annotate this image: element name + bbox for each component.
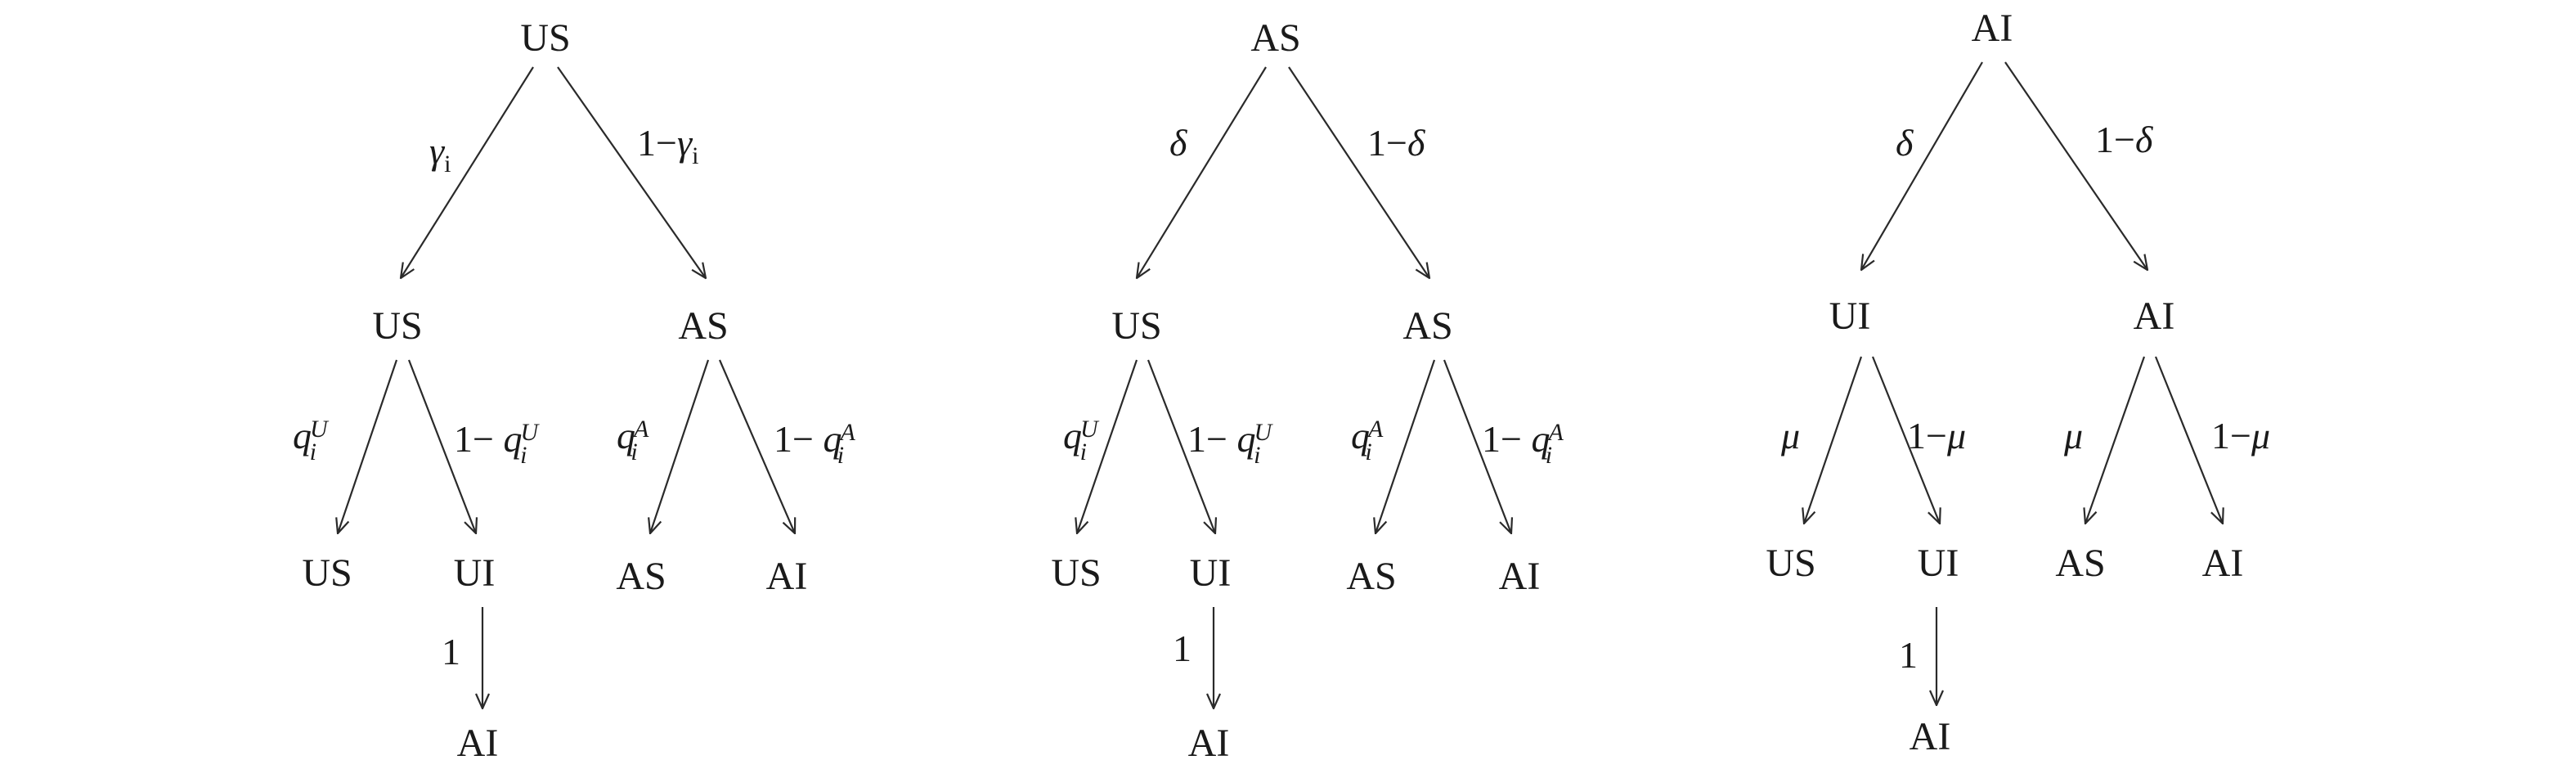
tree-3: AI δ 1−δ UI AI μ 1−μ μ 1−μ US UI AS AI 1…	[1766, 7, 2270, 758]
tree-3-edge-right-right	[2154, 356, 2223, 524]
tree-3-edge-left	[1861, 61, 1983, 270]
tree-3-edge-left-left	[1804, 356, 1863, 524]
tree-2-edge-right-right	[1443, 359, 1511, 533]
tree-1-label-ui-ai: 1	[442, 631, 460, 672]
tree-3-right-node: AI	[2134, 295, 2175, 338]
tree-3-final-ai: AI	[1910, 715, 1951, 758]
tree-2-edge-right-left	[1376, 359, 1436, 533]
tree-3-leaf-ai: AI	[2202, 542, 2244, 585]
tree-1-edge-right	[557, 66, 706, 278]
tree-1-edge-left	[401, 66, 534, 278]
tree-3-edge-right-left	[2085, 356, 2146, 524]
tree-1-left-node: US	[372, 304, 422, 348]
tree-2-leaf-us: US	[1051, 551, 1101, 595]
tree-2-right-node: AS	[1402, 304, 1452, 348]
tree-1-right-node: AS	[678, 304, 728, 348]
tree-3-label-ui-ai: 1	[1899, 634, 1918, 676]
tree-2-left-node: US	[1111, 304, 1161, 348]
tree-1-leaf-us: US	[302, 551, 352, 595]
tree-3-left-node: UI	[1829, 295, 1871, 338]
tree-3-leaf-as: AS	[2055, 542, 2105, 585]
tree-2-leaf-ai: AI	[1499, 555, 1541, 598]
tree-2-root-node: AS	[1250, 16, 1300, 60]
tree-1-label-left: γi	[429, 130, 451, 178]
tree-1-edge-right-right	[718, 359, 795, 533]
tree-2-edge-left	[1137, 66, 1267, 278]
tree-1-edge-left-left	[338, 359, 398, 533]
tree-1-final-ai: AI	[457, 722, 499, 765]
tree-3-label-left: δ	[1896, 122, 1914, 164]
tree-2-final-ai: AI	[1188, 722, 1230, 765]
tree-1-leaf-ai: AI	[766, 555, 808, 598]
tree-2-edge-right	[1288, 66, 1429, 278]
tree-3-edge-left-right	[1871, 356, 1940, 524]
tree-2-label-ui-ai: 1	[1173, 627, 1192, 669]
tree-1-leaf-ui: UI	[454, 551, 496, 595]
tree-1-edge-left-right	[407, 359, 476, 533]
tree-2-label-right: 1−δ	[1367, 122, 1425, 164]
tree-3-leaf-us: US	[1766, 542, 1815, 585]
tree-3-label-left-left: μ	[1780, 415, 1800, 456]
tree-3-label-right: 1−δ	[2095, 119, 2153, 160]
tree-2-edge-left-left	[1077, 359, 1138, 533]
tree-3-label-left-right: 1−μ	[1907, 415, 1966, 456]
tree-3-label-right-right: 1−μ	[2211, 415, 2270, 456]
tree-2-edge-left-right	[1147, 359, 1215, 533]
tree-3-leaf-ui: UI	[1918, 542, 1959, 585]
tree-3-root-node: AI	[1972, 7, 2013, 50]
tree-2-label-left: δ	[1169, 122, 1187, 164]
tree-3-edge-right	[2004, 61, 2147, 270]
tree-1-edge-right-left	[650, 359, 710, 533]
tree-1-leaf-as: AS	[616, 555, 666, 598]
tree-3-label-right-left: μ	[2063, 415, 2083, 456]
tree-2-leaf-ui: UI	[1190, 551, 1232, 595]
tree-1-label-right: 1−γi	[637, 122, 698, 169]
tree-1-root-node: US	[520, 16, 570, 60]
tree-2-leaf-as: AS	[1346, 555, 1396, 598]
